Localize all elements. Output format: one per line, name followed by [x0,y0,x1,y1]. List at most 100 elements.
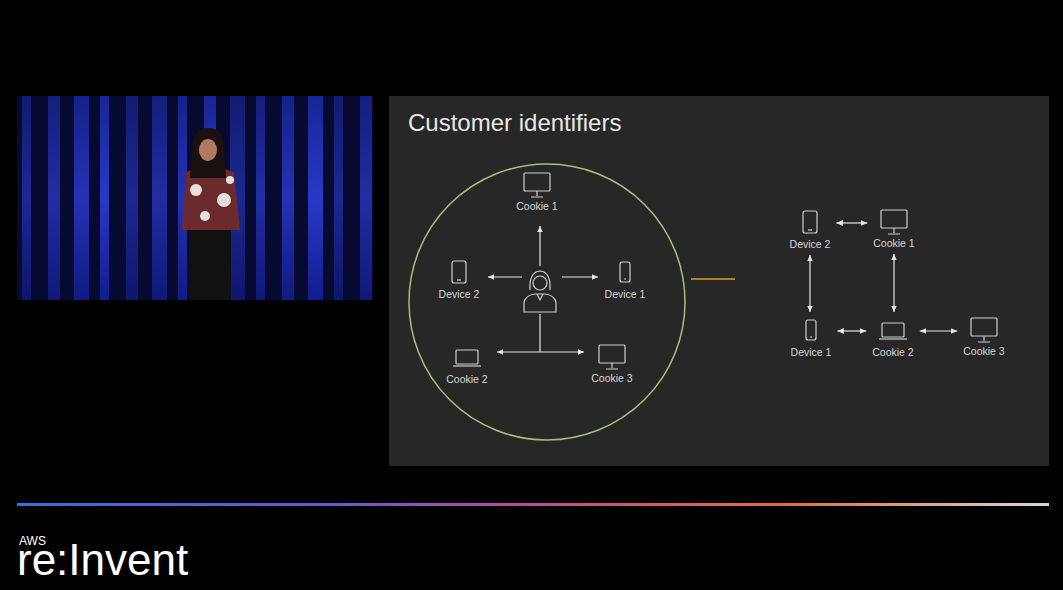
phone-icon [620,262,630,282]
device-node: Cookie 2 [870,316,915,359]
slide-background [389,96,1049,466]
phone-button [624,278,626,279]
device-node: Cookie 1 [871,207,916,250]
curtain-stripe [152,96,167,300]
device-label: Cookie 2 [446,373,487,386]
speaker-hair [190,128,226,178]
monitor-screen [599,345,625,363]
gradient-bar [17,503,1049,506]
connector-arrow [920,330,958,331]
tablet-button [457,279,461,280]
device-node: Cookie 2 [444,343,489,386]
monitor-screen [524,173,550,191]
device-icon [596,342,628,372]
device-label: Device 1 [791,346,832,359]
device-icon [877,316,909,346]
laptop-screen [882,323,904,337]
connector-arrow [836,222,867,223]
laptop-icon [879,323,907,339]
laptop-icon [453,350,481,366]
leader-arrow [540,351,584,352]
device-node: Cookie 3 [589,342,634,385]
leader-arrow [539,226,540,266]
device-icon [794,208,826,238]
laptop-screen [456,350,478,364]
tablet-body [803,211,817,233]
top-pattern [200,211,210,221]
curtain-stripe [308,96,323,300]
device-icon [968,315,1000,345]
device-label: Device 2 [439,288,480,301]
device-icon [443,258,475,288]
speaker-figure [182,128,240,300]
curtain-stripe [74,96,89,300]
device-node: Device 1 [789,316,834,359]
phone-body [806,320,816,340]
device-icon [878,207,910,237]
device-node: Device 2 [788,208,833,251]
connector-arrow [837,330,866,331]
slide-title: Customer identifiers [408,108,621,138]
device-icon [795,316,827,346]
tablet-body [452,261,466,283]
tablet-icon [452,261,466,283]
monitor-icon [524,173,550,197]
customer-circle [409,164,685,440]
monitor-stand [978,336,990,342]
device-label: Cookie 3 [591,372,632,385]
laptop-base [879,338,907,339]
phone-icon [806,320,816,340]
device-node: Device 1 [603,258,648,301]
person-collar [537,294,543,300]
monitor-screen [881,210,907,228]
curtain-stripes [22,96,372,300]
transition-arrow [691,278,735,280]
person-hair [530,271,550,290]
curtain-stripe [48,96,60,300]
leader-arrow [562,276,598,277]
device-label: Cookie 2 [872,346,913,359]
tablet-icon [803,211,817,233]
monitor-icon [971,318,997,342]
top-pattern [190,184,202,196]
monitor-stand [888,228,900,234]
curtain-stripe [100,96,109,300]
device-node: Cookie 1 [514,170,559,213]
speaker-photo [17,96,373,300]
device-label: Device 2 [790,238,831,251]
leader-arrow [497,351,540,352]
leader-arrow [488,276,522,277]
device-icon [451,343,483,373]
device-node: Device 2 [437,258,482,301]
device-label: Cookie 1 [516,200,557,213]
top-pattern [217,193,231,207]
phone-button [810,336,812,337]
device-icon [609,258,641,288]
laptop-base [453,365,481,366]
person-arrows [488,226,598,352]
monitor-screen [971,318,997,336]
top-pattern [226,176,234,184]
phone-body [620,262,630,282]
monitor-stand [606,363,618,369]
connector-arrow [809,255,810,312]
curtain-stripe [256,96,265,300]
monitor-icon [881,210,907,234]
device-label: Device 1 [605,288,646,301]
device-label: Cookie 3 [963,345,1004,358]
leader-line [539,314,540,352]
brand-logo: re:Invent [17,536,188,584]
connector-arrow [893,254,894,312]
person-icon [524,271,556,312]
curtain-stripe [22,96,31,300]
device-node: Cookie 3 [961,315,1006,358]
person-head [533,276,547,290]
speaker-face [199,139,217,161]
person-body [524,294,556,312]
curtain-stripe [360,96,372,300]
monitor-icon [599,345,625,369]
curtain-stripe [282,96,294,300]
